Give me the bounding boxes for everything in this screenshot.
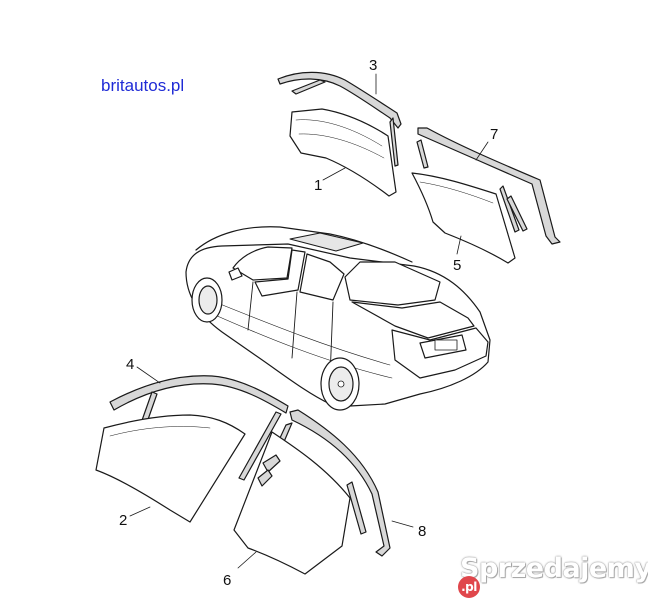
callout-7: 7 <box>490 126 498 143</box>
callout-6: 6 <box>223 572 231 589</box>
car-illustration <box>185 226 491 411</box>
watermark-text: Sprzedajemy <box>460 553 648 584</box>
part-5-rear-door-glass <box>411 172 516 264</box>
sprzedajemy-watermark-logo: Sprzedajemy.pl <box>458 553 648 615</box>
part-1-front-door-glass <box>289 108 397 197</box>
part-2-front-door-glass <box>95 414 246 523</box>
part-7-rear-door-frame-seal <box>416 127 561 245</box>
callout-3: 3 <box>369 57 377 74</box>
callout-2: 2 <box>119 512 127 529</box>
part-3-door-frame-seal <box>277 71 402 167</box>
part-6-rear-door-glass <box>233 431 351 575</box>
part-division-channel <box>238 411 282 481</box>
callout-8: 8 <box>418 523 426 540</box>
watermark-pl-badge: .pl <box>458 576 480 598</box>
window-glass-parts-diagram: 3 7 1 5 4 8 2 6 <box>95 57 561 589</box>
callout-1: 1 <box>314 177 322 194</box>
callout-5: 5 <box>453 257 461 274</box>
callout-4: 4 <box>126 356 134 373</box>
site-label[interactable]: britautos.pl <box>101 76 185 95</box>
